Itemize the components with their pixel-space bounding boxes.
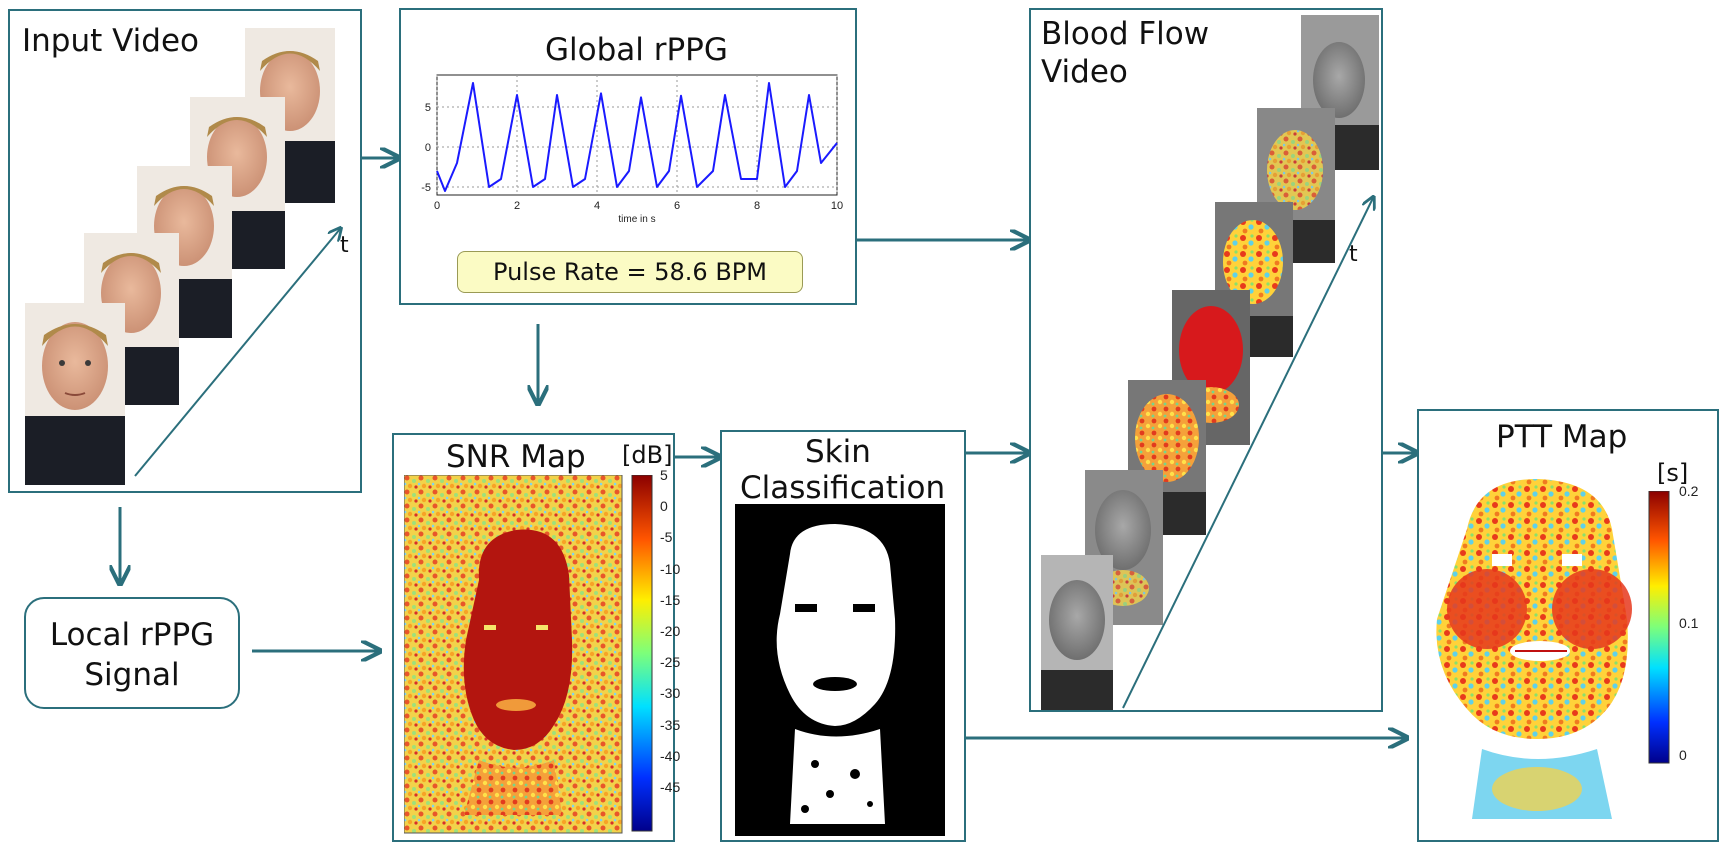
snr-colorbar-tick: -20 bbox=[660, 623, 681, 639]
ptt-colorbar-ticks: 0.2 0.1 0 bbox=[1675, 483, 1719, 766]
snr-map-image bbox=[404, 475, 623, 834]
x-tick-label: 4 bbox=[594, 200, 600, 212]
ptt-colorbar-tick: 0 bbox=[1679, 747, 1687, 763]
input-video-panel: Input Video bbox=[8, 9, 362, 493]
snr-colorbar-tick: 5 bbox=[660, 467, 668, 483]
rppg-signal-line bbox=[436, 82, 838, 192]
skin-mask-image bbox=[735, 504, 945, 836]
blood-flow-panel: Blood Flow Video bbox=[1029, 8, 1383, 712]
snr-colorbar bbox=[631, 475, 653, 832]
ptt-map-image bbox=[1436, 479, 1632, 819]
x-tick-label: 10 bbox=[831, 200, 843, 212]
blood-flow-frame bbox=[1301, 15, 1379, 170]
time-axis bbox=[134, 229, 340, 477]
local-rppg-line1: Local rPPG bbox=[49, 617, 215, 653]
ptt-colorbar-tick: 0.2 bbox=[1679, 483, 1699, 499]
snr-colorbar-tick: -10 bbox=[660, 560, 681, 577]
blood-flow-title-line1: Blood Flow bbox=[1041, 16, 1210, 52]
x-tick-label: 2 bbox=[514, 200, 520, 212]
global-rppg-title: Global rPPG bbox=[545, 32, 728, 68]
pulse-rate-box: Pulse Rate = 58.6 BPM bbox=[457, 251, 803, 293]
ptt-map-title: PTT Map bbox=[1496, 419, 1628, 455]
ptt-map-panel: PTT Map [s] 0.2 0.1 0 bbox=[1417, 409, 1719, 842]
snr-colorbar-tick: -35 bbox=[660, 716, 681, 733]
snr-colorbar-tick: -30 bbox=[660, 685, 681, 702]
blood-flow-title-line2: Video bbox=[1041, 54, 1128, 90]
input-video-frames bbox=[25, 28, 360, 485]
snr-map-title: SNR Map bbox=[446, 439, 586, 475]
snr-colorbar-tick: -40 bbox=[660, 747, 681, 764]
blood-flow-t-label: t bbox=[1349, 242, 1358, 267]
blood-flow-frame bbox=[1041, 555, 1113, 710]
x-tick-label: 0 bbox=[434, 200, 440, 212]
local-rppg-line2: Signal bbox=[84, 657, 180, 693]
snr-colorbar-tick: -45 bbox=[660, 779, 681, 795]
snr-map-panel: SNR Map [dB] 5 0 -5 -10 -15 -20 -25 -30 -35 -40 -4… bbox=[392, 433, 680, 842]
ptt-colorbar-tick: 0.1 bbox=[1679, 615, 1699, 631]
snr-colorbar-tick: -25 bbox=[660, 654, 681, 671]
x-tick-label: 8 bbox=[754, 200, 760, 212]
y-tick-label: -5 bbox=[421, 182, 431, 194]
pulse-rate-label: Pulse Rate = 58.6 BPM bbox=[493, 258, 767, 286]
y-tick-label: 5 bbox=[425, 102, 431, 114]
skin-classification-panel: Skin Classification bbox=[720, 430, 966, 842]
input-video-title: Input Video bbox=[22, 23, 199, 59]
ptt-map-unit: [s] bbox=[1657, 459, 1689, 487]
time-axis bbox=[1122, 198, 1373, 709]
x-axis-label: time in s bbox=[618, 214, 655, 225]
ptt-colorbar bbox=[1648, 491, 1670, 764]
skin-title-line2: Classification bbox=[740, 470, 946, 506]
x-tick-label: 6 bbox=[674, 200, 680, 212]
snr-colorbar-tick: -5 bbox=[660, 529, 673, 546]
snr-colorbar-tick: -15 bbox=[660, 591, 681, 608]
snr-colorbar-ticks: 5 0 -5 -10 -15 -20 -25 -30 -35 -40 -45 bbox=[656, 467, 696, 835]
skin-title-line1: Skin bbox=[805, 434, 871, 470]
local-rppg-box: Local rPPG Signal bbox=[24, 597, 240, 709]
blood-flow-frames bbox=[1041, 15, 1379, 710]
snr-colorbar-tick: 0 bbox=[660, 498, 668, 515]
snr-map-unit: [dB] bbox=[622, 441, 673, 469]
y-tick-label: 0 bbox=[425, 142, 431, 154]
input-video-t-label: t bbox=[340, 233, 349, 258]
video-frame bbox=[25, 303, 125, 485]
